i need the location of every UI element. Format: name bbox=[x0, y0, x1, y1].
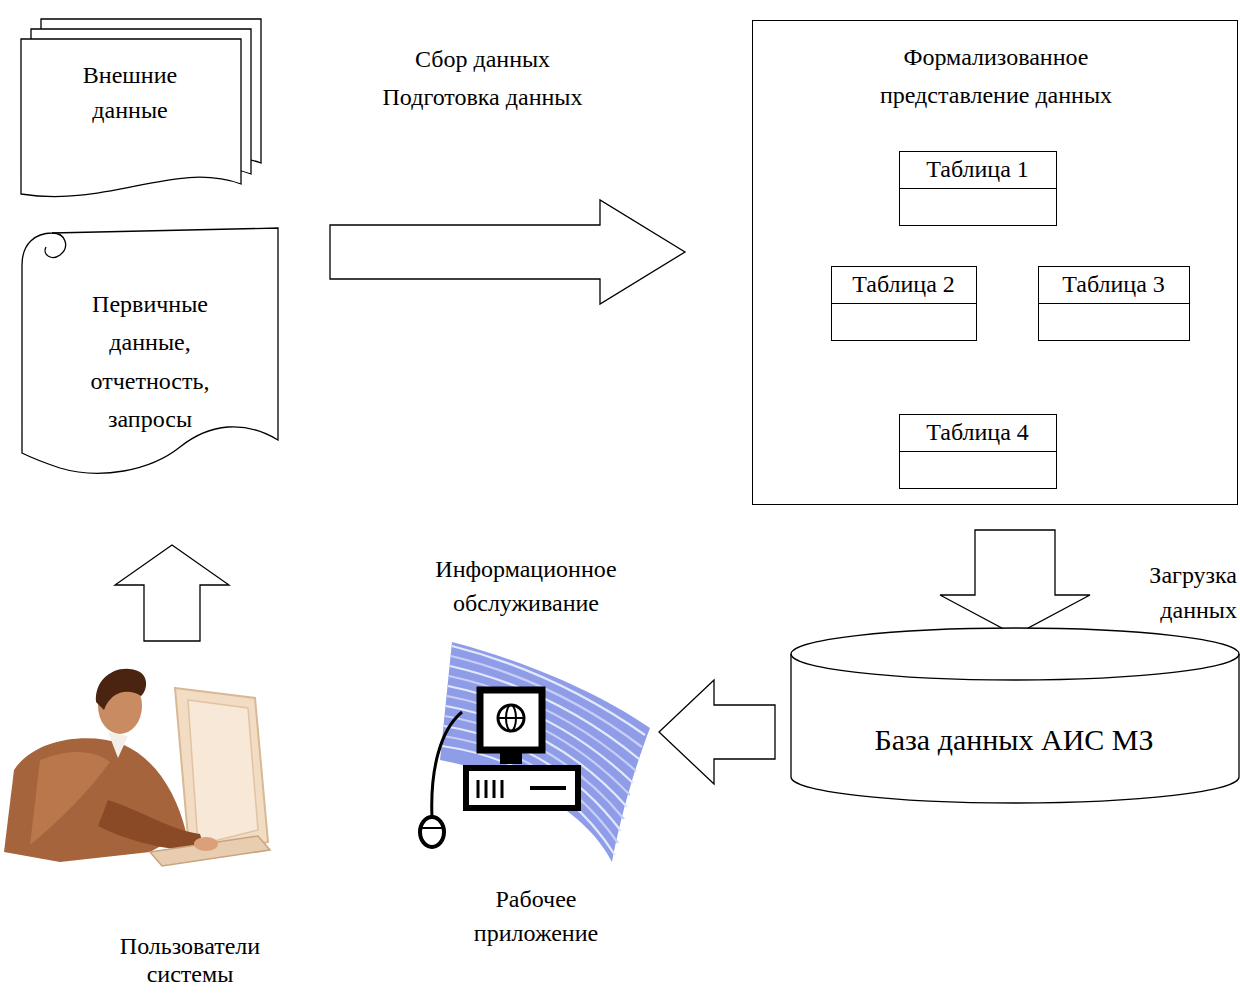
vent-grill bbox=[478, 780, 502, 798]
user-hand bbox=[194, 837, 218, 851]
user-keyboard bbox=[150, 836, 270, 866]
cylinder-rim bbox=[791, 654, 1239, 680]
cylinder-body bbox=[791, 628, 1239, 803]
document-stack: Внешние данные bbox=[20, 18, 262, 203]
node-text: Информационное обслуживание bbox=[406, 553, 646, 620]
table-box: Таблица 2 bbox=[831, 266, 977, 341]
table-divider bbox=[832, 303, 976, 304]
block-arrow bbox=[115, 545, 229, 641]
edge-label-holder: Сбор данных Подготовка данных bbox=[365, 40, 600, 117]
table-divider bbox=[1039, 303, 1189, 304]
table-box: Таблица 1 bbox=[899, 151, 1057, 226]
light-fan bbox=[440, 642, 650, 862]
light-ray bbox=[442, 746, 615, 855]
node-text: База данных АИС МЗ bbox=[790, 722, 1238, 758]
scroll-body bbox=[22, 228, 278, 473]
node-text: Таблица 4 bbox=[900, 415, 1055, 450]
block-arrow bbox=[330, 200, 685, 304]
grill-slot bbox=[501, 780, 504, 798]
fan-fill bbox=[440, 642, 650, 862]
document-sheet bbox=[21, 39, 241, 197]
mouse bbox=[420, 817, 444, 847]
scroll-curl bbox=[45, 233, 65, 257]
table-box: Таблица 4 bbox=[899, 414, 1057, 489]
grill-slot bbox=[493, 780, 496, 798]
formal-data-box: Таблица 1 Таблица 2 Таблица 3 Таблица 4 Форм… bbox=[752, 20, 1238, 505]
user-collar bbox=[108, 732, 128, 758]
node-text: Формализованное представление данных bbox=[846, 38, 1146, 115]
system-unit bbox=[466, 768, 578, 808]
light-ray bbox=[449, 676, 636, 771]
table-divider bbox=[900, 188, 1056, 189]
mouse-button bbox=[420, 827, 444, 829]
scroll-shape: Первичные данные, отчетность, запросы bbox=[20, 225, 282, 483]
grill-slot bbox=[485, 780, 488, 798]
block-arrow bbox=[940, 530, 1090, 635]
suit-highlight bbox=[30, 752, 110, 845]
block-arrow bbox=[659, 680, 775, 784]
globe-equator bbox=[498, 717, 524, 719]
computer-icon bbox=[420, 690, 578, 847]
table-divider bbox=[900, 451, 1056, 452]
user-arm bbox=[98, 800, 205, 850]
table-box: Таблица 3 bbox=[1038, 266, 1190, 341]
user-hair bbox=[96, 669, 146, 710]
edge-label: Сбор данных Подготовка данных bbox=[365, 40, 600, 117]
node-text: Таблица 2 bbox=[832, 267, 975, 302]
mouse-cord bbox=[432, 712, 462, 818]
monitor-stand bbox=[500, 752, 522, 764]
grill-slot bbox=[477, 780, 480, 798]
user-monitor-side bbox=[188, 700, 258, 845]
database-cylinder: База данных АИС МЗ bbox=[790, 628, 1240, 803]
node-caption: Рабочее приложение bbox=[466, 883, 606, 950]
monitor bbox=[480, 690, 542, 750]
light-ray bbox=[450, 666, 639, 759]
database-cylinder-outline bbox=[790, 628, 1240, 803]
workstation-figure: Информационное обслуживаниеРабочее прило… bbox=[398, 553, 654, 955]
node-text: Таблица 3 bbox=[1039, 267, 1188, 302]
node-text: Таблица 1 bbox=[900, 152, 1055, 187]
drive-slot bbox=[530, 786, 566, 790]
node-text: Внешние данные bbox=[65, 58, 195, 128]
edge-label-holder: Загрузка данных bbox=[1098, 558, 1237, 628]
globe bbox=[498, 705, 524, 731]
node-text: Пользователи системы bbox=[105, 933, 275, 988]
user-figure: Пользователи системы bbox=[0, 643, 278, 994]
edge-label: Загрузка данных bbox=[1098, 558, 1237, 628]
node-text: Первичные данные, отчетность, запросы bbox=[80, 285, 220, 439]
user-clipart bbox=[4, 669, 270, 866]
